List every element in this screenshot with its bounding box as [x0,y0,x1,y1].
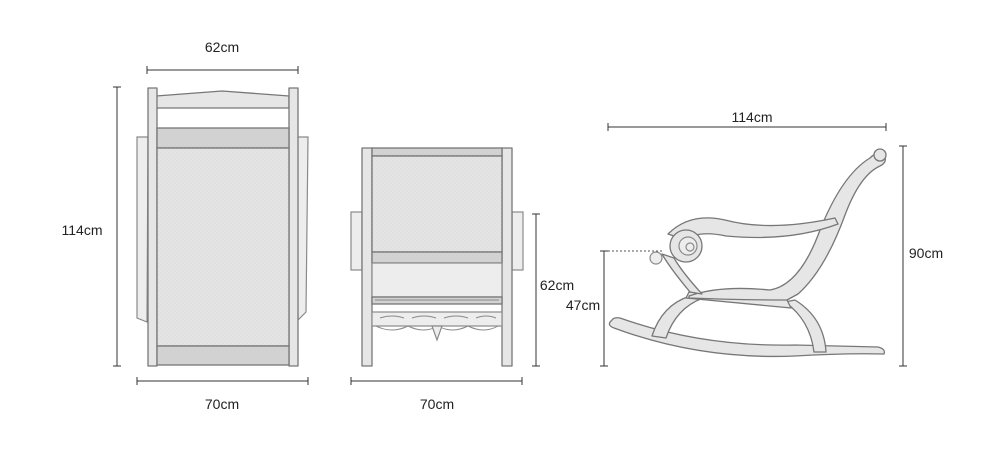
top-view-front-crossbar [156,345,290,366]
side-view-back-leg [651,295,704,339]
top-view-seat [156,147,290,347]
top-view-chair [136,87,309,367]
side-view-rocker [608,317,886,358]
top-view-headrest [155,90,290,109]
dim-armrest-height: 47cm [566,297,600,313]
top-view-right-rail [288,87,299,367]
front-view-right-arm [511,211,524,271]
front-view-chair [350,147,524,367]
front-view-seat-front [371,262,503,298]
front-view-stretcher [371,311,503,327]
side-view-dimensions: 114cm 90cm 47cm [566,109,943,367]
side-view-armrest [667,217,839,241]
front-view-seat-rail [371,251,503,264]
dim-length: 114cm [732,109,773,125]
front-view-left-arm [350,211,363,271]
front-view-left-post [361,147,373,367]
front-view-backrest [371,155,503,253]
front-view-backrest-top [371,147,503,157]
top-view-left-arm [136,136,149,323]
dim-depth: 114cm [62,222,103,238]
side-view-chair [608,148,887,358]
dim-height: 90cm [909,245,943,261]
top-view-dimensions: 62cm 114cm 70cm [62,39,309,412]
front-view-dimensions: 62cm 70cm [350,213,574,412]
side-view-top-scroll [873,148,887,162]
top-view-left-rail [147,87,158,367]
dim-front-view-width: 70cm [420,396,454,412]
dim-top-width: 62cm [205,39,239,55]
dim-top-view-width: 70cm [205,396,239,412]
dim-seat-height: 62cm [540,277,574,293]
side-view-arm-support [661,253,703,295]
side-view-front-leg [784,299,827,353]
top-view-back-crossbar [156,127,290,149]
front-view-right-post [501,147,513,367]
